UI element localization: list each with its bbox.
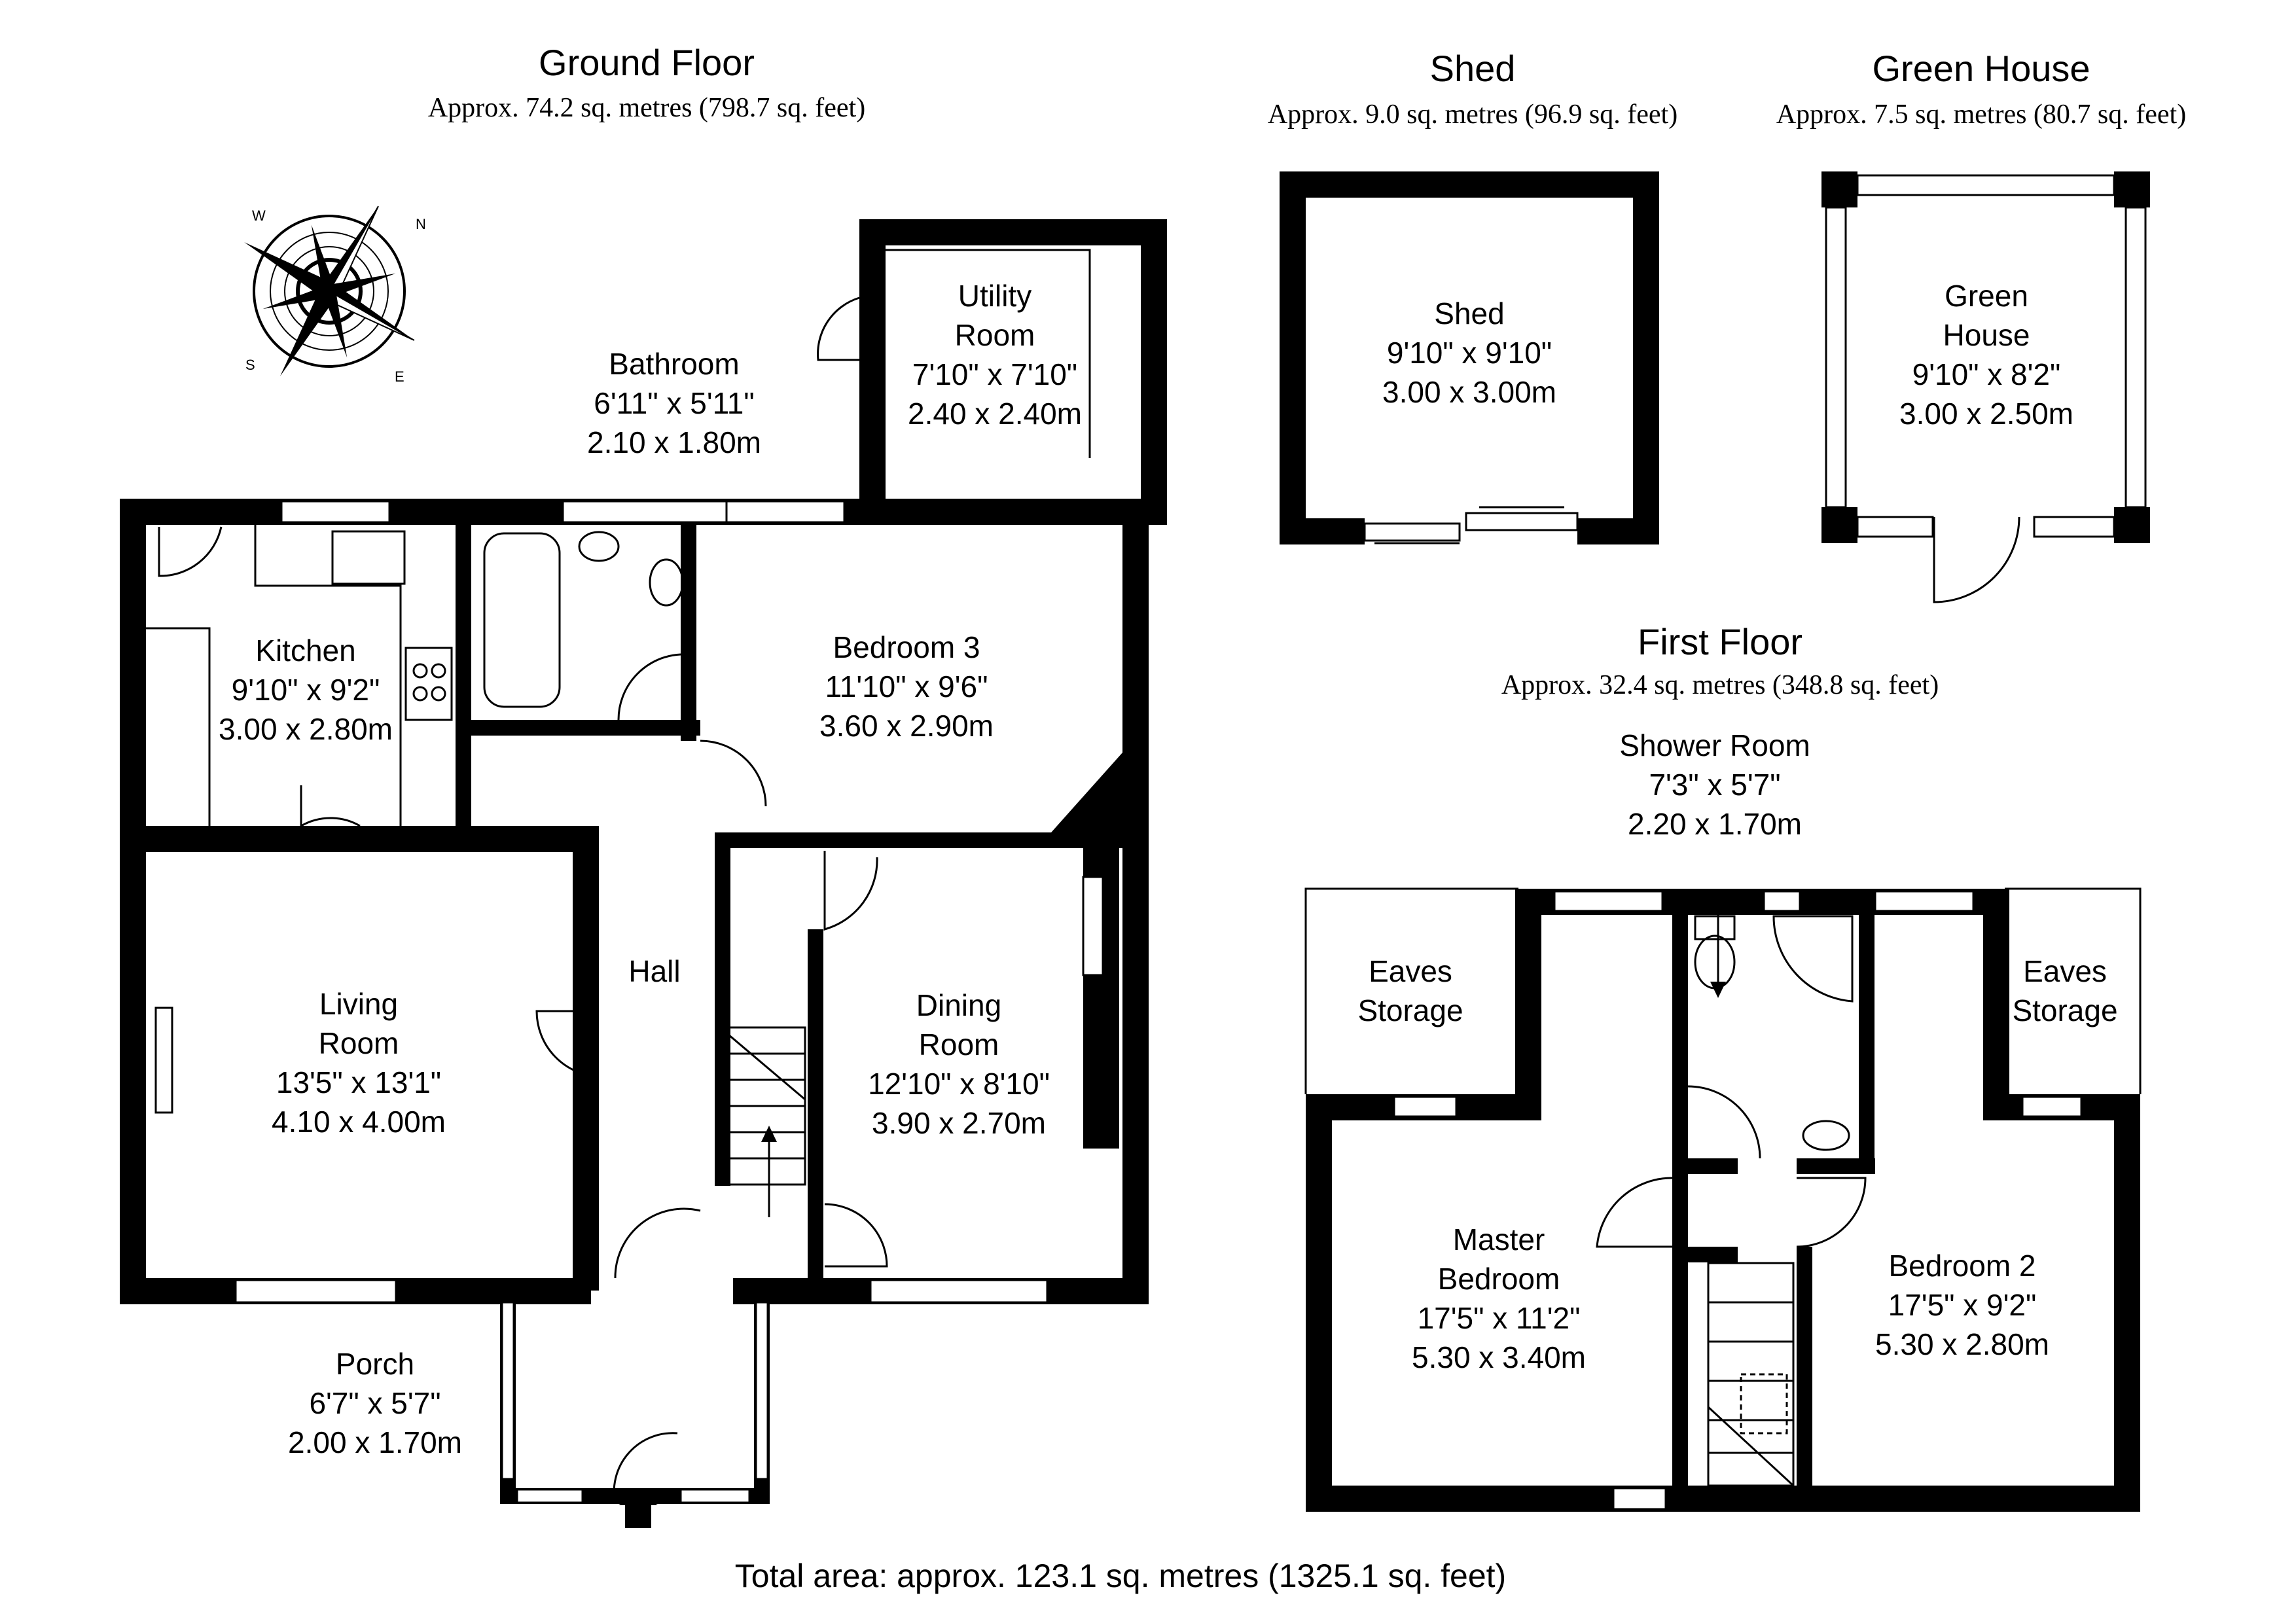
bedroom2-label: Bedroom 2	[1888, 1249, 2036, 1283]
shower-room-imperial: 7'3" x 5'7"	[1649, 768, 1780, 802]
first-floor-plan: Shower Room 7'3" x 5'7" 2.20 x 1.70m Eav…	[1304, 728, 2142, 1512]
living-room-metric: 4.10 x 4.00m	[272, 1105, 446, 1139]
dining-room-label-2: Room	[919, 1027, 999, 1061]
bedroom3-label: Bedroom 3	[833, 630, 980, 664]
ground-floor-labels: Utility Room 7'10" x 7'10" 2.40 x 2.40m …	[219, 279, 1082, 1459]
living-room-label-2: Room	[319, 1026, 399, 1060]
living-room-imperial: 13'5" x 13'1"	[276, 1065, 441, 1099]
bedroom3-imperial: 11'10" x 9'6"	[825, 669, 988, 704]
first-floor-title: First Floor	[1638, 621, 1803, 662]
porch-label: Porch	[336, 1347, 414, 1381]
master-bedroom-metric: 5.30 x 3.40m	[1412, 1340, 1586, 1374]
porch-metric: 2.00 x 1.70m	[288, 1425, 462, 1459]
first-floor-area: Approx. 32.4 sq. metres (348.8 sq. feet)	[1501, 670, 1939, 700]
utility-room-label-2: Room	[955, 318, 1035, 352]
dining-room-label-1: Dining	[916, 988, 1001, 1022]
compass-north-label: N	[416, 216, 426, 232]
master-bedroom-label-1: Master	[1453, 1222, 1545, 1257]
bedroom2-imperial: 17'5" x 9'2"	[1888, 1288, 2037, 1322]
greenhouse-area: Approx. 7.5 sq. metres (80.7 sq. feet)	[1776, 99, 2186, 130]
ground-floor-area: Approx. 74.2 sq. metres (798.7 sq. feet)	[428, 93, 865, 123]
hall-label: Hall	[628, 954, 680, 988]
kitchen-metric: 3.00 x 2.80m	[219, 712, 393, 746]
shed-room-imperial: 9'10" x 9'10"	[1387, 336, 1552, 370]
compass-east-label: E	[395, 368, 404, 385]
shed-title: Shed	[1430, 48, 1516, 89]
kitchen-imperial: 9'10" x 9'2"	[232, 673, 380, 707]
utility-room-metric: 2.40 x 2.40m	[908, 397, 1082, 431]
ground-floor-plan	[120, 219, 1167, 1528]
greenhouse-room-metric: 3.00 x 2.50m	[1899, 397, 2073, 431]
shed-room-label: Shed	[1434, 296, 1504, 330]
bathroom-label: Bathroom	[609, 347, 739, 381]
master-bedroom-label-2: Bedroom	[1438, 1262, 1560, 1296]
shower-room-label: Shower Room	[1619, 728, 1810, 762]
eaves-storage-left-label-1: Eaves	[1369, 954, 1452, 988]
living-room-label-1: Living	[319, 987, 398, 1021]
greenhouse-title: Green House	[1872, 48, 2090, 89]
eaves-storage-left-label-2: Storage	[1357, 993, 1463, 1027]
greenhouse-room-label-1: Green	[1945, 279, 2028, 313]
bedroom2-metric: 5.30 x 2.80m	[1875, 1327, 2049, 1361]
eaves-storage-right-label-1: Eaves	[2023, 954, 2107, 988]
greenhouse-room-imperial: 9'10" x 8'2"	[1912, 357, 2061, 391]
ground-floor-title: Ground Floor	[539, 42, 755, 83]
greenhouse-plan: Green House 9'10" x 8'2" 3.00 x 2.50m	[1821, 171, 2150, 603]
utility-room-label-1: Utility	[958, 279, 1031, 313]
compass-west-label: W	[252, 207, 266, 224]
shed-area: Approx. 9.0 sq. metres (96.9 sq. feet)	[1268, 99, 1677, 130]
bathroom-metric: 2.10 x 1.80m	[587, 425, 761, 459]
dining-room-imperial: 12'10" x 8'10"	[868, 1067, 1050, 1101]
entrance-arrow-icon	[619, 1492, 658, 1528]
shed-plan: Shed 9'10" x 9'10" 3.00 x 3.00m	[1280, 171, 1659, 544]
shed-room-metric: 3.00 x 3.00m	[1382, 375, 1556, 409]
compass-rose-icon: N W S E	[244, 205, 426, 385]
utility-room-imperial: 7'10" x 7'10"	[912, 357, 1077, 391]
master-bedroom-imperial: 17'5" x 11'2"	[1418, 1301, 1581, 1335]
eaves-storage-right-label-2: Storage	[2012, 993, 2117, 1027]
headings: Ground Floor Approx. 74.2 sq. metres (79…	[428, 42, 2186, 700]
compass-south-label: S	[245, 357, 255, 373]
shower-room-metric: 2.20 x 1.70m	[1628, 807, 1802, 841]
dining-room-metric: 3.90 x 2.70m	[872, 1106, 1046, 1140]
kitchen-label: Kitchen	[255, 633, 355, 668]
greenhouse-room-label-2: House	[1943, 318, 2030, 352]
total-area: Total area: approx. 123.1 sq. metres (13…	[735, 1558, 1506, 1594]
bathroom-imperial: 6'11" x 5'11"	[594, 386, 754, 420]
bedroom3-metric: 3.60 x 2.90m	[819, 709, 994, 743]
porch-imperial: 6'7" x 5'7"	[309, 1386, 440, 1420]
